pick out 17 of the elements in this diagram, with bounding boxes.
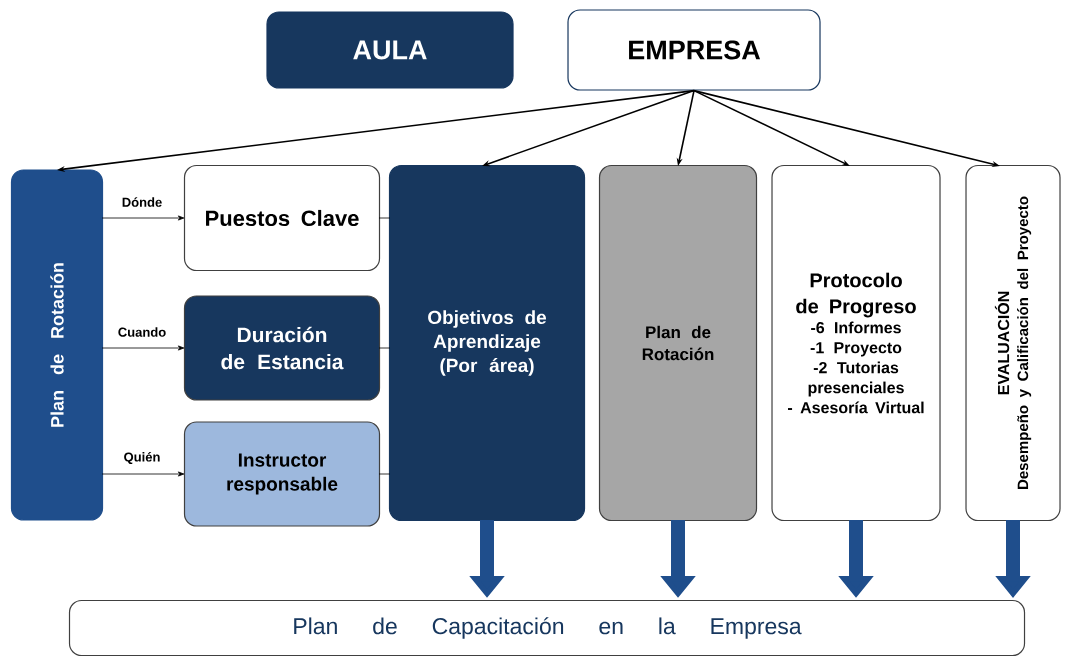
- process-box: Duración de Estancia: [183, 295, 381, 401]
- process-box: Objetivos de Aprendizaje (Por área): [388, 164, 586, 522]
- rotated-box: EVALUACIÓN Desempeño y Calificación del Proyecto: [965, 164, 1061, 522]
- arrow: [101, 215, 185, 221]
- result-box: Plan de Capacitación en la Empresa: [68, 599, 1026, 657]
- edge-label: Quién: [122, 450, 162, 466]
- process-box: Instructor responsable: [183, 421, 381, 527]
- title-box: EMPRESA: [567, 9, 821, 91]
- process-box: Protocolo de Progreso -6 Informes -1 Proyecto -2 Tutorias presenciales - Asesoría Virtual: [771, 164, 941, 522]
- edge-label: Cuando: [116, 326, 168, 338]
- arrow: [101, 471, 185, 477]
- process-box: Puestos Clave: [183, 164, 381, 272]
- arrow: [101, 345, 185, 351]
- title-box: AULA: [266, 11, 514, 89]
- rotated-box: Plan de Rotación: [10, 169, 104, 521]
- process-box: Plan de Rotación: [598, 164, 758, 522]
- edge-label: Dónde: [120, 196, 164, 208]
